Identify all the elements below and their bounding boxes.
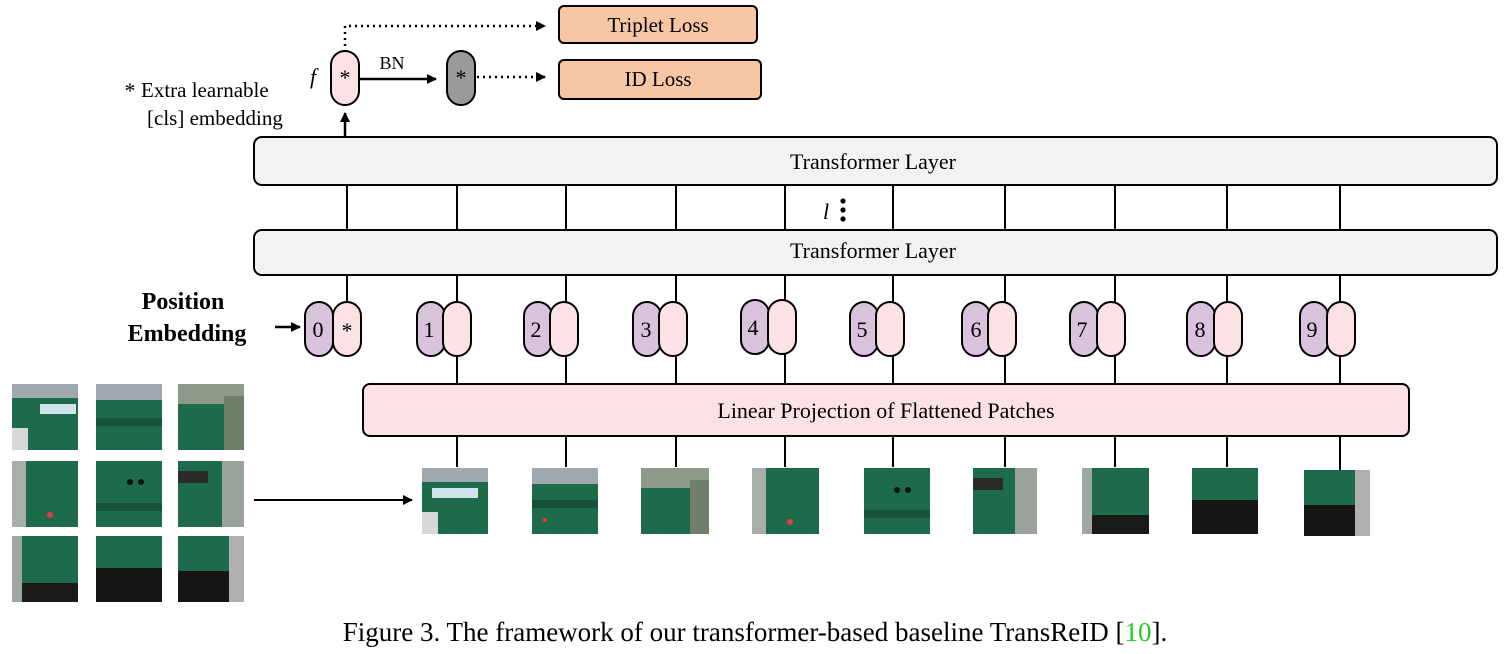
grid-patch-7 [12, 536, 78, 602]
position-embedding-line1: Position [142, 289, 225, 315]
id-loss-box: ID Loss [558, 59, 762, 100]
token-1-index: 1 [424, 317, 435, 342]
grid-patch-1 [12, 384, 78, 450]
layer-connectors [346, 186, 1341, 230]
token-0-cls-symbol: * [342, 318, 353, 343]
triplet-loss-label: Triplet Loss [607, 13, 708, 37]
grid-patch-3 [178, 384, 244, 450]
depth-symbol: l [823, 199, 829, 224]
token-2-index: 2 [531, 317, 542, 342]
caption-text: Figure 3. The framework of our transform… [343, 617, 1125, 647]
linear-projection-box: Linear Projection of Flattened Patches [362, 383, 1410, 437]
caption-ref-link[interactable]: 10 [1125, 617, 1152, 647]
cls-note-line1: Extra learnable [141, 78, 269, 102]
input-image-patch-grid [12, 384, 244, 602]
transformer-layer-top-label: Transformer Layer [790, 149, 957, 174]
depth-label-bg [815, 196, 863, 224]
transformer-layer-top: Transformer Layer [253, 136, 1498, 186]
token-7-index: 7 [1077, 317, 1088, 342]
token-7: 7 [1069, 301, 1126, 357]
token-5: 5 [849, 301, 905, 357]
token-to-projection-connectors [456, 354, 1341, 384]
token-9: 9 [1299, 301, 1356, 357]
flattened-patches [422, 468, 1370, 536]
position-embedding-line2: Embedding [128, 321, 247, 347]
feature-f-label: f [310, 64, 319, 89]
cls-feature-symbol: * [340, 65, 351, 90]
linear-projection-label: Linear Projection of Flattened Patches [717, 398, 1054, 423]
patch-8 [1192, 468, 1258, 534]
token-8-index: 8 [1195, 317, 1206, 342]
grid-patch-9 [178, 536, 244, 602]
projection-to-patch-connectors [456, 436, 1341, 470]
patch-7 [1082, 468, 1149, 534]
token-1: 1 [416, 301, 472, 357]
triplet-loss-box: Triplet Loss [558, 5, 758, 44]
token-to-layer-connectors [346, 275, 1341, 302]
figure-caption: Figure 3. The framework of our transform… [343, 617, 1168, 647]
token-4: 4 [740, 299, 797, 355]
patch-9 [1304, 470, 1370, 536]
cls-note-symbol: * [125, 78, 136, 103]
token-6: 6 [961, 301, 1017, 357]
patch-6 [973, 468, 1037, 534]
token-8: 8 [1186, 301, 1243, 357]
patch-2 [532, 468, 598, 534]
cls-feature-token: * [330, 50, 360, 106]
patch-5 [864, 468, 930, 534]
bn-label: BN [379, 53, 404, 73]
token-3-index: 3 [641, 317, 652, 342]
token-2: 2 [523, 301, 579, 357]
grid-patch-8 [96, 536, 162, 602]
caption-end: ]. [1152, 617, 1168, 647]
token-0-index: 0 [313, 317, 324, 342]
patch-4 [752, 468, 819, 534]
bn-feature-symbol: * [456, 65, 467, 90]
id-loss-label: ID Loss [624, 67, 691, 91]
token-6-index: 6 [971, 317, 982, 342]
grid-patch-5 [96, 461, 162, 527]
grid-patch-6 [178, 461, 244, 527]
transformer-layer-bottom: Transformer Layer [253, 229, 1498, 276]
patch-3 [641, 468, 709, 534]
patch-1 [422, 468, 488, 534]
grid-patch-2 [96, 384, 162, 450]
token-4-index: 4 [748, 315, 759, 340]
vertical-ellipsis-icon [840, 198, 846, 222]
triplet-dotted-connector [343, 21, 546, 52]
cls-note-line2: [cls] embedding [147, 106, 283, 130]
token-3: 3 [632, 301, 688, 357]
token-0: 0 * [304, 301, 362, 357]
grid-patch-4 [12, 461, 78, 527]
transformer-layer-bottom-label: Transformer Layer [790, 238, 957, 263]
token-5-index: 5 [857, 317, 868, 342]
bn-feature-token: * [446, 50, 476, 106]
token-9-index: 9 [1307, 317, 1318, 342]
